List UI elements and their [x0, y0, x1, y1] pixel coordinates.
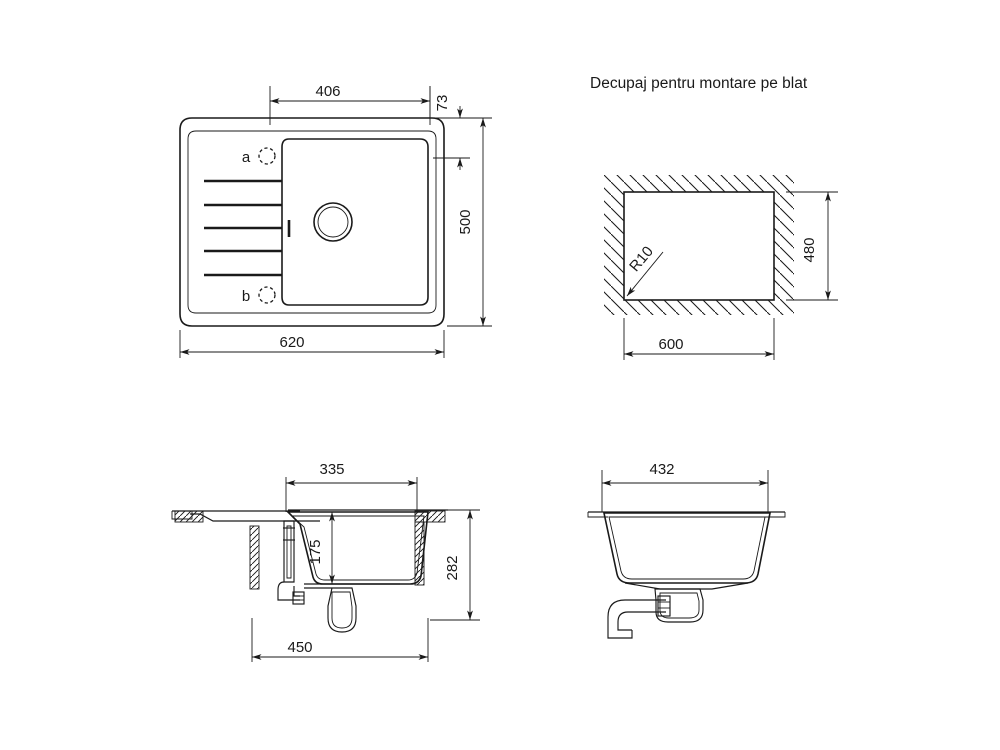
dimension-620: 620: [179, 330, 445, 358]
drain-waste-trap: [304, 583, 400, 633]
tap-hole-marker-b-label: b: [242, 288, 250, 305]
dimension-450: 450: [251, 618, 429, 662]
dimension-406: 406: [269, 83, 431, 125]
worktop-hatching: [604, 175, 794, 315]
dimension-600: 600: [623, 318, 775, 360]
sink-bowl-outline: [281, 138, 429, 306]
view-worktop-cutout: Decupaj pentru montare pe blat R10 480: [590, 75, 838, 360]
sink-outer-outline: [179, 117, 445, 327]
dimension-335-label: 335: [319, 461, 344, 478]
drainboard-grooves: [204, 179, 282, 277]
drainboard-under-edge: [190, 513, 320, 522]
tap-hole-marker-b-circle: [258, 286, 276, 304]
dimension-500-label: 500: [457, 209, 474, 234]
dimension-406-label: 406: [315, 83, 340, 100]
tap-hole-marker-a-circle: [258, 147, 276, 165]
tap-hole-marker-a-label: a: [242, 149, 251, 166]
dimension-432: 432: [601, 461, 769, 512]
dimension-480-label: 480: [801, 237, 818, 262]
side-waste-pipe: [607, 595, 671, 639]
dimension-500: 500: [447, 117, 492, 327]
dimension-600-label: 600: [658, 336, 683, 353]
side-rim-right-cap: [765, 512, 786, 518]
dimension-620-label: 620: [279, 334, 304, 351]
dimension-175-label: 175: [307, 539, 324, 564]
view-side-section: 432: [587, 461, 786, 639]
dimension-335: 335: [285, 461, 418, 512]
side-drain-body: [654, 588, 704, 623]
side-bowl-inner: [608, 516, 766, 580]
dimension-480: 480: [786, 191, 838, 301]
support-bracket-left: [249, 525, 260, 590]
sink-inner-rim: [187, 130, 437, 314]
view-top-sink: a b 406 73: [179, 83, 492, 358]
side-bowl-outline: [603, 512, 771, 584]
dimension-175: 175: [307, 512, 335, 584]
cutout-rectangle: [623, 191, 775, 301]
drain-hole-circle: [313, 202, 353, 242]
view-front-section: 335: [171, 461, 480, 662]
side-rim-left-cap: [587, 512, 608, 518]
mounting-clip-right: [414, 510, 446, 523]
overflow-pipe-assembly: [277, 520, 305, 605]
dimension-282-label: 282: [444, 555, 461, 580]
dimension-73-label: 73: [434, 95, 451, 112]
dimension-450-label: 450: [287, 639, 312, 656]
dimension-432-label: 432: [649, 461, 674, 478]
support-bracket-right: [414, 521, 425, 586]
cutout-title: Decupaj pentru montare pe blat: [590, 75, 808, 92]
dimension-282: 282: [430, 509, 480, 621]
side-bowl-bottom-slope: [624, 582, 749, 590]
mounting-clip-left: [174, 510, 204, 523]
